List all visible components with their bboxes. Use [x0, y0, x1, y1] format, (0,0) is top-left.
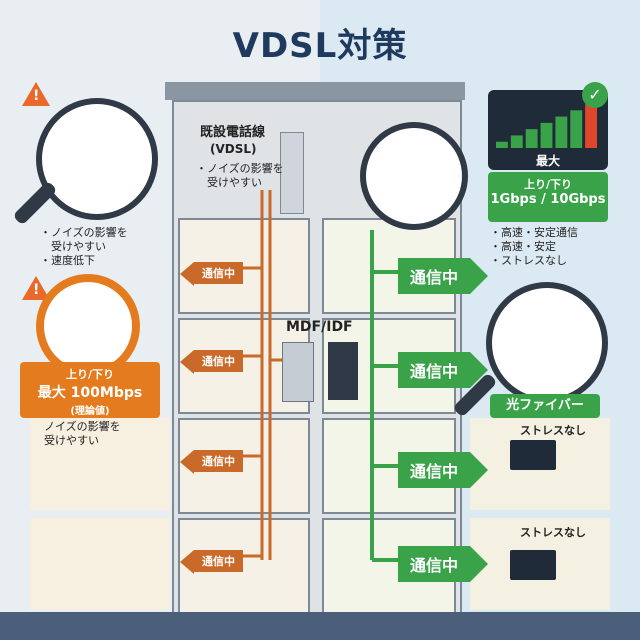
comm-tag-right-4: 通信中: [398, 546, 489, 582]
speed-bar: [555, 116, 568, 148]
speed-right-2: 1Gbps / 10Gbps: [490, 192, 606, 207]
speed-bar: [510, 135, 523, 148]
fiber-label: 光ファイバー: [490, 394, 600, 418]
speed-panel-left: 上り/下り 最大 100Mbps (理論値): [20, 362, 160, 418]
server-rack-icon: [328, 342, 358, 400]
speed-left-3: (理論値): [70, 406, 110, 417]
feature-3: ・ストレスなし: [490, 254, 567, 267]
room-left-3: [30, 418, 170, 510]
lens-note-1: ・ノイズの影響を 受けやすい: [40, 226, 128, 253]
mdf-label: MDF/IDF: [286, 319, 353, 335]
speed-bar-chart: [496, 104, 597, 148]
comm-tag-left-2: 通信中: [180, 350, 243, 374]
copper-lens: [36, 98, 158, 220]
speed-bar: [525, 129, 538, 148]
page-title: VDSL対策: [232, 26, 408, 66]
comm-tag-right-3: 通信中: [398, 452, 489, 488]
ground: [0, 612, 640, 640]
feature-2: ・高速・安定: [490, 240, 556, 253]
cable-note: ・ノイズの影響を 受けやすい: [196, 162, 284, 189]
stress-note-1: ストレスなし: [520, 424, 586, 437]
cable-label: 既設電話線: [200, 125, 266, 140]
comm-tag-left-1: 通信中: [180, 262, 243, 286]
speed-panel-right: 上り/下り 1Gbps / 10Gbps: [488, 172, 608, 222]
tv-icon: [510, 550, 556, 580]
tv-icon: [510, 440, 556, 470]
feature-1: ・高速・安定通信: [490, 226, 578, 239]
comm-tag-left-3: 通信中: [180, 450, 243, 474]
speed-right-title: 最大: [536, 154, 561, 168]
fiber-lens-top: [360, 122, 468, 230]
lens-note-2: ・速度低下: [40, 254, 95, 267]
building-roof: [165, 82, 465, 100]
speed-bar: [540, 122, 553, 148]
speed-bar: [496, 141, 508, 148]
comm-tag-right-1: 通信中: [398, 258, 489, 294]
stress-note-2: ストレスなし: [520, 526, 586, 539]
floor-left-1: [178, 218, 310, 314]
room-left-4: [30, 518, 170, 610]
speed-left-1: 上り/下り: [65, 368, 115, 381]
check-icon: ✓: [582, 82, 608, 108]
floor-note: ノイズの影響を 受けやすい: [44, 420, 121, 447]
cable-label-sub: (VDSL): [210, 142, 257, 156]
speed-bar: [585, 104, 597, 148]
comm-tag-right-2: 通信中: [398, 352, 489, 388]
speed-right-1: 上り/下り: [523, 178, 573, 191]
speed-left-2: 最大 100Mbps: [37, 385, 143, 401]
fiber-lens-right: [486, 282, 608, 404]
mdf-panel-icon: [282, 342, 314, 402]
warning-icon: !: [22, 82, 50, 106]
speed-bar: [570, 110, 583, 148]
telephone-box-icon: [280, 132, 304, 214]
comm-tag-left-4: 通信中: [180, 550, 243, 574]
